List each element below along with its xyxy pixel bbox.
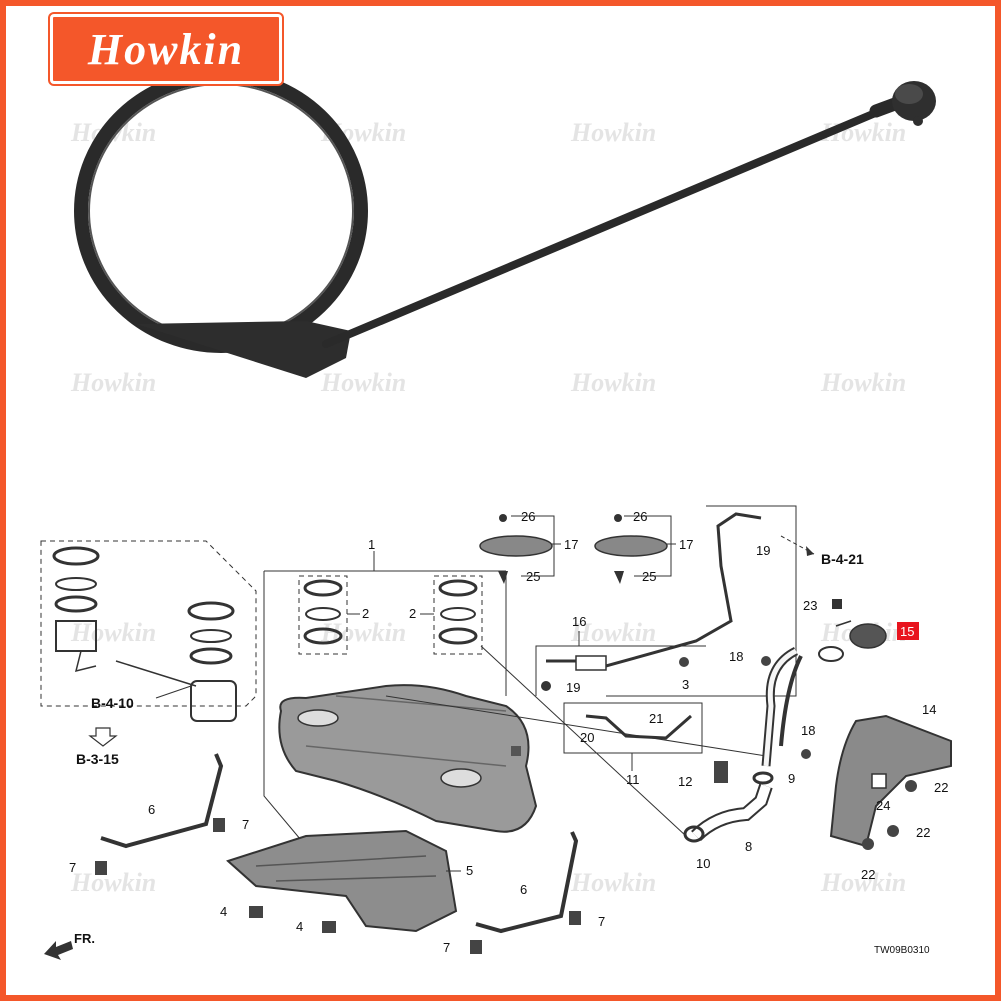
fuel-pump-detail-box (40, 540, 257, 722)
watermark: Howkin (570, 618, 656, 647)
callout-20: 20 (580, 730, 594, 745)
callout-24: 24 (876, 798, 890, 813)
callout-25: 25 (642, 569, 656, 584)
callout-18: 18 (729, 649, 743, 664)
callout-1: 1 (368, 537, 375, 552)
callout-7: 7 (69, 860, 76, 875)
front-label: FR. (74, 931, 95, 946)
ref-arrow-icon (780, 535, 815, 556)
fuel-filler-neck (761, 646, 844, 767)
callout-22: 22 (934, 780, 948, 795)
callout-9: 9 (788, 771, 795, 786)
callout-3: 3 (682, 677, 689, 692)
tank-mounts (479, 514, 676, 584)
fastener-icon (801, 749, 811, 759)
callout-15-highlight (897, 622, 919, 640)
fastener-icon (679, 657, 689, 667)
callout-21: 21 (649, 711, 663, 726)
callout-2: 2 (362, 606, 369, 621)
ref-b-3-15: B-3-15 (76, 751, 119, 767)
callout-4: 4 (220, 904, 227, 919)
front-arrow-icon (44, 941, 73, 960)
callout-7: 7 (443, 940, 450, 955)
callout-25: 25 (526, 569, 540, 584)
fuel-tank (278, 684, 538, 833)
ref-b-4-21: B-4-21 (821, 551, 864, 567)
callout-17: 17 (679, 537, 693, 552)
watermark: Howkin (70, 368, 156, 397)
callout-26: 26 (633, 509, 647, 524)
fastener-icon (761, 656, 771, 666)
watermark: Howkin (570, 368, 656, 397)
callout-6: 6 (520, 882, 527, 897)
watermark: Howkin (320, 368, 406, 397)
callout-12: 12 (678, 774, 692, 789)
callout-2: 2 (409, 606, 416, 621)
callout-11: 11 (626, 772, 640, 787)
breather-pipe (535, 505, 797, 697)
vent-pipe-box (385, 645, 767, 837)
clip-icon (249, 906, 263, 918)
callout-10: 10 (696, 856, 710, 871)
callout-26: 26 (521, 509, 535, 524)
callout-8: 8 (745, 839, 752, 854)
brand-logo-text: Howkin (87, 24, 245, 74)
callout-5: 5 (466, 863, 473, 878)
watermark: Howkin (70, 868, 156, 897)
callout-19: 19 (566, 680, 580, 695)
callout-16: 16 (572, 614, 586, 629)
watermark: Howkin (570, 118, 656, 147)
callout-14: 14 (922, 702, 936, 717)
watermark: Howkin (570, 868, 656, 897)
filler-hose (683, 771, 774, 843)
drawing-code: TW09B0310 (874, 945, 930, 956)
heat-shield (226, 829, 461, 933)
clip-icon (714, 761, 728, 783)
clip-icon (322, 921, 336, 933)
callout-18: 18 (801, 723, 815, 738)
callout-7: 7 (598, 914, 605, 929)
watermark: Howkin (70, 618, 156, 647)
callout-23: 23 (803, 598, 817, 613)
parts-diagram: Howkin Howkin Howkin Howkin Howkin Howki… (40, 69, 952, 960)
brand-logo: Howkin (50, 14, 282, 84)
tether-strap-photo (74, 69, 936, 378)
watermarks: Howkin Howkin Howkin Howkin Howkin Howki… (70, 118, 906, 897)
watermark: Howkin (820, 868, 906, 897)
ref-b-4-10: B-4-10 (91, 695, 134, 711)
down-arrow-icon (88, 727, 118, 747)
callout-4: 4 (296, 919, 303, 934)
callout-6: 6 (148, 802, 155, 817)
filler-shield (829, 714, 952, 850)
callout-19: 19 (756, 543, 770, 558)
callout-17: 17 (564, 537, 578, 552)
callout-7: 7 (242, 817, 249, 832)
callout-22: 22 (861, 867, 875, 882)
callout-15: 15 (900, 624, 914, 639)
fuel-tank-assembly-box (263, 551, 507, 847)
callout-22: 22 (916, 825, 930, 840)
tank-straps (100, 753, 579, 934)
fuel-cap (832, 599, 887, 649)
bolt-icons (95, 818, 581, 954)
watermark: Howkin (820, 368, 906, 397)
